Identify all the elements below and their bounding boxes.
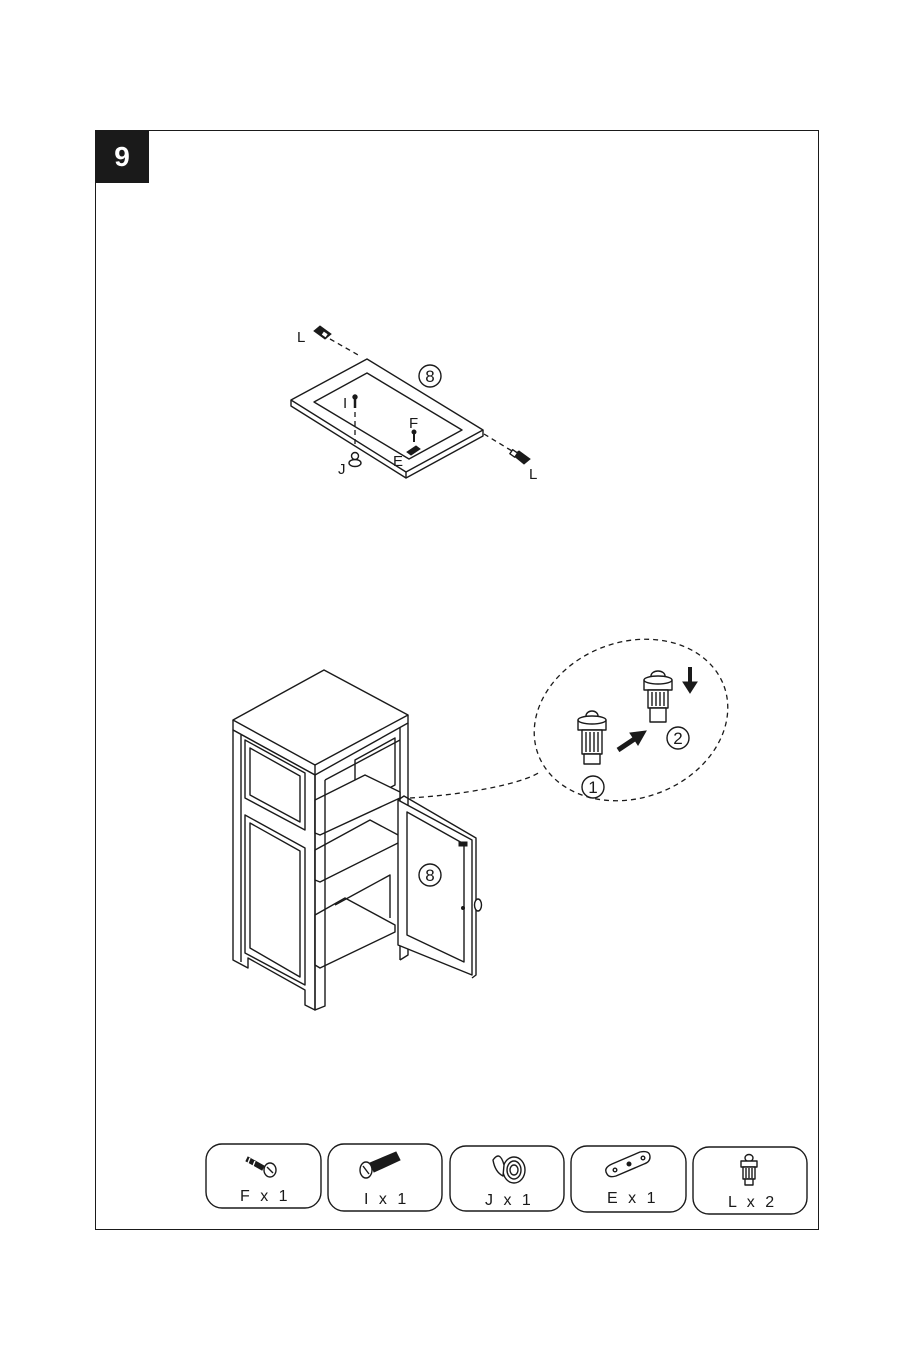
cabinet-upper-shelf xyxy=(315,775,400,835)
hinge-pin-bottom-icon xyxy=(510,450,530,464)
arrow-down-icon xyxy=(683,667,697,693)
label-l-bottom: L xyxy=(529,466,537,483)
door-panel xyxy=(291,359,483,472)
hinge-pin-step2-icon xyxy=(644,671,672,722)
part-card-l: L x 2 xyxy=(693,1147,807,1214)
label-l-top: L xyxy=(297,329,305,346)
detail-step-2: 2 xyxy=(673,729,682,748)
cabinet-diagram: 8 xyxy=(233,670,482,1010)
hinge-pin-top-icon xyxy=(314,326,331,339)
part-ref-8-cabinet: 8 xyxy=(425,866,434,885)
callout-leader xyxy=(410,772,540,798)
knob-j-icon xyxy=(493,1156,525,1183)
detail-step-1: 1 xyxy=(588,778,597,797)
label-j: J xyxy=(338,461,346,478)
part-ref-8: 8 xyxy=(425,367,434,386)
knob-j-icon xyxy=(349,453,361,467)
part-card-i: I x 1 xyxy=(328,1144,442,1211)
part-label-e: E x 1 xyxy=(607,1190,658,1207)
door-hinge-pin-icon xyxy=(459,842,467,846)
label-e: E xyxy=(393,453,403,470)
cabinet-bottom-shelf xyxy=(315,898,395,968)
hinge-pin-step1-icon xyxy=(578,711,606,764)
door-panel-diagram: 8 L L I J F xyxy=(291,326,537,483)
plate-e-icon xyxy=(606,1152,650,1177)
part-card-f: F x 1 xyxy=(206,1144,321,1208)
part-card-e: E x 1 xyxy=(571,1146,686,1212)
arrow-right-up-icon xyxy=(618,731,646,750)
hinge-pin-l-icon xyxy=(741,1155,757,1186)
screw-f-icon xyxy=(246,1157,276,1177)
label-i: I xyxy=(343,395,347,412)
part-label-l: L x 2 xyxy=(728,1194,777,1211)
callout-ellipse xyxy=(511,613,750,827)
part-card-j: J x 1 xyxy=(450,1146,564,1211)
label-f: F xyxy=(409,415,418,432)
bolt-i-icon xyxy=(360,1152,400,1178)
hinge-detail-callout: 1 2 xyxy=(410,613,751,827)
parts-list: F x 1 I x 1 J x 1 xyxy=(206,1144,807,1214)
part-label-j: J x 1 xyxy=(485,1192,534,1209)
part-label-f: F x 1 xyxy=(240,1188,291,1205)
part-label-i: I x 1 xyxy=(364,1191,409,1208)
